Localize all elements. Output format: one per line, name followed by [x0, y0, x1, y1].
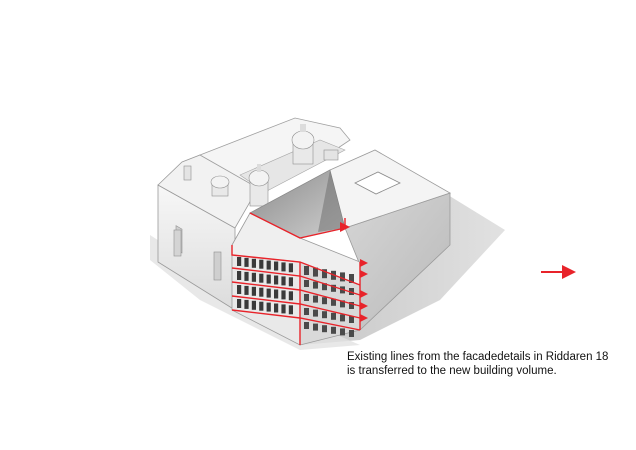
facade-window: [322, 325, 327, 333]
facade-window: [281, 262, 286, 272]
facade-window: [304, 280, 309, 287]
facade-window: [349, 288, 354, 295]
facade-window: [266, 274, 271, 284]
facade-window: [340, 314, 345, 322]
facade-window: [251, 272, 256, 282]
facade-window: [259, 287, 264, 297]
facade-window: [288, 263, 293, 273]
facade-window: [237, 271, 242, 280]
tower-center: [248, 164, 270, 207]
facade-window: [340, 300, 345, 308]
facade-window: [237, 299, 242, 308]
facade-window: [259, 273, 264, 283]
facade-window: [349, 274, 354, 283]
facade-window: [288, 277, 293, 287]
facade-windows-right: [304, 266, 354, 337]
chimney: [183, 149, 339, 181]
facade-windows-left: [237, 257, 293, 315]
facade-window: [266, 288, 271, 298]
facade-window: [244, 271, 249, 281]
facade-window: [288, 291, 293, 301]
facade-window: [322, 269, 327, 279]
facade-window: [251, 286, 256, 296]
level-marker-arrows: [340, 222, 368, 322]
facade-window: [331, 312, 336, 320]
facade-window: [244, 285, 249, 295]
facade-window: [313, 295, 318, 303]
facade-window: [331, 284, 336, 292]
existing-building-riddaren-18: [157, 117, 351, 311]
facade-window: [259, 259, 264, 269]
facade-window: [331, 298, 336, 306]
facade-window: [313, 281, 318, 289]
caption-line-2: is transferred to the new building volum…: [347, 365, 557, 377]
facade-window: [274, 303, 279, 313]
facade-window: [313, 323, 318, 331]
dome-left: [210, 175, 230, 197]
diagram-caption: Existing lines from the facadedetails in…: [347, 350, 617, 378]
facade-window: [313, 267, 318, 277]
facade-window: [304, 294, 309, 301]
facade-window: [251, 258, 256, 268]
facade-window: [237, 285, 242, 294]
facade-window: [266, 260, 271, 270]
facade-window: [340, 328, 345, 336]
facade-window: [288, 305, 293, 315]
facade-window: [237, 257, 242, 266]
facade-window: [304, 266, 309, 275]
facade-window: [322, 283, 327, 291]
facade-window: [349, 316, 354, 323]
tower-back: [291, 124, 315, 165]
facade-window: [304, 308, 309, 315]
facade-window: [313, 309, 318, 317]
new-building-volume: [231, 149, 451, 346]
facade-window: [322, 297, 327, 305]
facade-window: [274, 289, 279, 299]
caption-line-1: Existing lines from the facadedetails in…: [347, 351, 609, 363]
facade-window: [274, 261, 279, 271]
facade-window: [349, 330, 354, 337]
arrow-right-icon[interactable]: [541, 265, 576, 279]
facade-window: [331, 326, 336, 334]
facade-window: [281, 304, 286, 314]
facade-window: [340, 272, 345, 282]
facade-window: [274, 275, 279, 285]
facade-window: [251, 300, 256, 310]
facade-window: [281, 276, 286, 286]
facade-window: [259, 301, 264, 311]
facade-window: [349, 302, 354, 309]
facade-window: [304, 322, 309, 329]
facade-window: [244, 257, 249, 267]
facade-window: [281, 290, 286, 300]
facade-window: [244, 299, 249, 309]
facade-window: [322, 311, 327, 319]
facade-window: [266, 302, 271, 312]
